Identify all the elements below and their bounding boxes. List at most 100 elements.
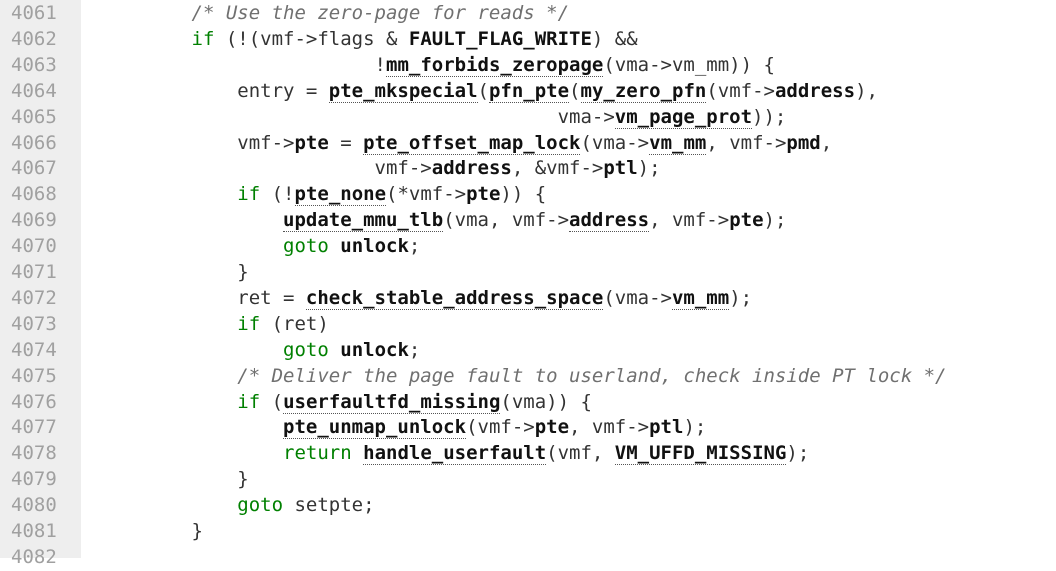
symbol-link[interactable]: pte_offset_map_lock bbox=[363, 131, 581, 155]
symbol-link[interactable]: my_zero_pfn bbox=[580, 79, 707, 103]
identifier-token: ptl bbox=[603, 157, 638, 180]
line-number[interactable]: 4081 bbox=[11, 520, 57, 542]
code-token: , bbox=[820, 131, 833, 154]
code-token: entry = bbox=[237, 79, 329, 102]
code-line: 4077 pte_unmap_unlock(vmf->pte, vmf->ptl… bbox=[0, 415, 1056, 441]
indent bbox=[100, 468, 237, 490]
symbol-link[interactable]: userfaultfd_missing bbox=[283, 390, 501, 414]
code-line: 4070 goto unlock; bbox=[0, 234, 1056, 260]
line-number[interactable]: 4076 bbox=[11, 390, 57, 413]
code-token: (vma)) { bbox=[500, 390, 592, 413]
code-text: } bbox=[100, 519, 203, 545]
symbol-link[interactable]: vm_page_prot bbox=[614, 105, 753, 129]
keyword-token: if bbox=[237, 390, 261, 413]
symbol-link[interactable]: update_mmu_tlb bbox=[283, 209, 444, 233]
code-token: ret = bbox=[237, 286, 306, 309]
code-token: } bbox=[237, 468, 249, 491]
symbol-link[interactable]: check_stable_address_space bbox=[305, 286, 604, 310]
identifier-token: pte bbox=[294, 131, 329, 154]
indent bbox=[100, 442, 283, 464]
code-token: = bbox=[328, 131, 364, 154]
indent bbox=[100, 339, 283, 361]
line-number[interactable]: 4072 bbox=[11, 286, 57, 309]
code-text: update_mmu_tlb(vma, vmf->address, vmf->p… bbox=[100, 208, 786, 234]
code-token: vmf-> bbox=[237, 131, 295, 154]
symbol-link[interactable]: address bbox=[569, 209, 650, 233]
line-number[interactable]: 4065 bbox=[11, 105, 57, 128]
code-token: , vmf-> bbox=[706, 131, 787, 154]
keyword-token: goto bbox=[283, 235, 329, 258]
indent bbox=[100, 28, 192, 50]
line-number[interactable]: 4075 bbox=[11, 364, 57, 387]
indent bbox=[100, 520, 192, 542]
code-token: ); bbox=[637, 157, 661, 180]
code-token: ); bbox=[683, 416, 707, 439]
code-text: } bbox=[100, 467, 249, 493]
code-text: pte_unmap_unlock(vmf->pte, vmf->ptl); bbox=[100, 415, 706, 441]
code-token: ), bbox=[855, 79, 878, 102]
code-token: setpte; bbox=[283, 494, 375, 517]
code-token: } bbox=[237, 261, 249, 283]
identifier-token: ptl bbox=[649, 416, 684, 439]
code-token: (vmf-> bbox=[706, 79, 775, 102]
symbol-link[interactable]: vm_mm bbox=[649, 131, 707, 155]
line-number[interactable]: 4066 bbox=[11, 131, 57, 154]
code-line: 4065 vma->vm_page_prot)); bbox=[0, 105, 1056, 131]
line-number[interactable]: 4064 bbox=[11, 79, 57, 102]
line-number[interactable]: 4080 bbox=[11, 494, 57, 517]
code-line: 4072 ret = check_stable_address_space(vm… bbox=[0, 286, 1056, 312]
line-number[interactable]: 4067 bbox=[11, 157, 57, 180]
code-token: ( bbox=[477, 79, 489, 102]
indent bbox=[100, 261, 237, 283]
code-line: 4073 if (ret) bbox=[0, 312, 1056, 338]
line-number[interactable]: 4077 bbox=[11, 416, 57, 439]
code-text: if (userfaultfd_missing(vma)) { bbox=[100, 390, 592, 416]
line-number[interactable]: 4068 bbox=[11, 183, 57, 206]
line-number[interactable]: 4071 bbox=[11, 261, 57, 283]
code-text: return handle_userfault(vmf, VM_UFFD_MIS… bbox=[100, 441, 809, 467]
code-line: 4061 /* Use the zero-page for reads */ bbox=[0, 1, 1056, 27]
code-line: 4075 /* Deliver the page fault to userla… bbox=[0, 364, 1056, 390]
symbol-link[interactable]: pte_none bbox=[294, 183, 387, 207]
identifier-token: pmd bbox=[786, 131, 821, 154]
identifier-token: FAULT_FLAG_WRITE bbox=[408, 27, 592, 50]
code-text: if (!pte_none(*vmf->pte)) { bbox=[100, 182, 546, 208]
code-line: 4066 vmf->pte = pte_offset_map_lock(vma-… bbox=[0, 131, 1056, 157]
line-number[interactable]: 4062 bbox=[11, 27, 57, 50]
code-token: , vmf-> bbox=[649, 209, 730, 232]
symbol-link[interactable]: pte_unmap_unlock bbox=[283, 416, 467, 440]
indent bbox=[100, 494, 237, 516]
code-token: ( bbox=[260, 390, 284, 413]
code-text: vmf->pte = pte_offset_map_lock(vma->vm_m… bbox=[100, 131, 832, 157]
indent bbox=[100, 365, 237, 387]
indent bbox=[100, 80, 237, 102]
symbol-link[interactable]: pte_mkspecial bbox=[328, 79, 478, 103]
line-number[interactable]: 4073 bbox=[11, 312, 57, 335]
identifier-token: pte bbox=[534, 416, 570, 439]
symbol-link[interactable]: mm_forbids_zeropage bbox=[386, 53, 604, 77]
symbol-link[interactable]: handle_userfault bbox=[363, 442, 547, 466]
line-number[interactable]: 4079 bbox=[11, 468, 57, 491]
code-token: ; bbox=[408, 338, 421, 361]
symbol-link[interactable]: VM_UFFD_MISSING bbox=[614, 442, 787, 466]
keyword-token: if bbox=[191, 27, 215, 50]
code-line: 4076 if (userfaultfd_missing(vma)) { bbox=[0, 390, 1056, 416]
code-token: vmf-> bbox=[374, 157, 432, 180]
line-number[interactable]: 4070 bbox=[11, 235, 57, 258]
line-number[interactable]: 4074 bbox=[11, 338, 57, 361]
identifier-token: address bbox=[774, 79, 856, 102]
code-token: (vmf, bbox=[546, 442, 615, 465]
line-number[interactable]: 4069 bbox=[11, 209, 57, 232]
line-number[interactable]: 4078 bbox=[11, 442, 57, 465]
code-token bbox=[352, 442, 363, 464]
indent bbox=[100, 157, 375, 179]
code-token: } bbox=[191, 520, 203, 542]
identifier-token: unlock bbox=[340, 235, 409, 258]
code-text: /* Deliver the page fault to userland, c… bbox=[100, 364, 946, 390]
code-text: !mm_forbids_zeropage(vma->vm_mm)) { bbox=[100, 53, 775, 79]
line-number[interactable]: 4063 bbox=[11, 53, 57, 76]
symbol-link[interactable]: pfn_pte bbox=[488, 79, 570, 103]
line-number[interactable]: 4061 bbox=[11, 2, 57, 24]
symbol-link[interactable]: vm_mm bbox=[671, 286, 730, 310]
code-line: 4064 entry = pte_mkspecial(pfn_pte(my_ze… bbox=[0, 79, 1056, 105]
